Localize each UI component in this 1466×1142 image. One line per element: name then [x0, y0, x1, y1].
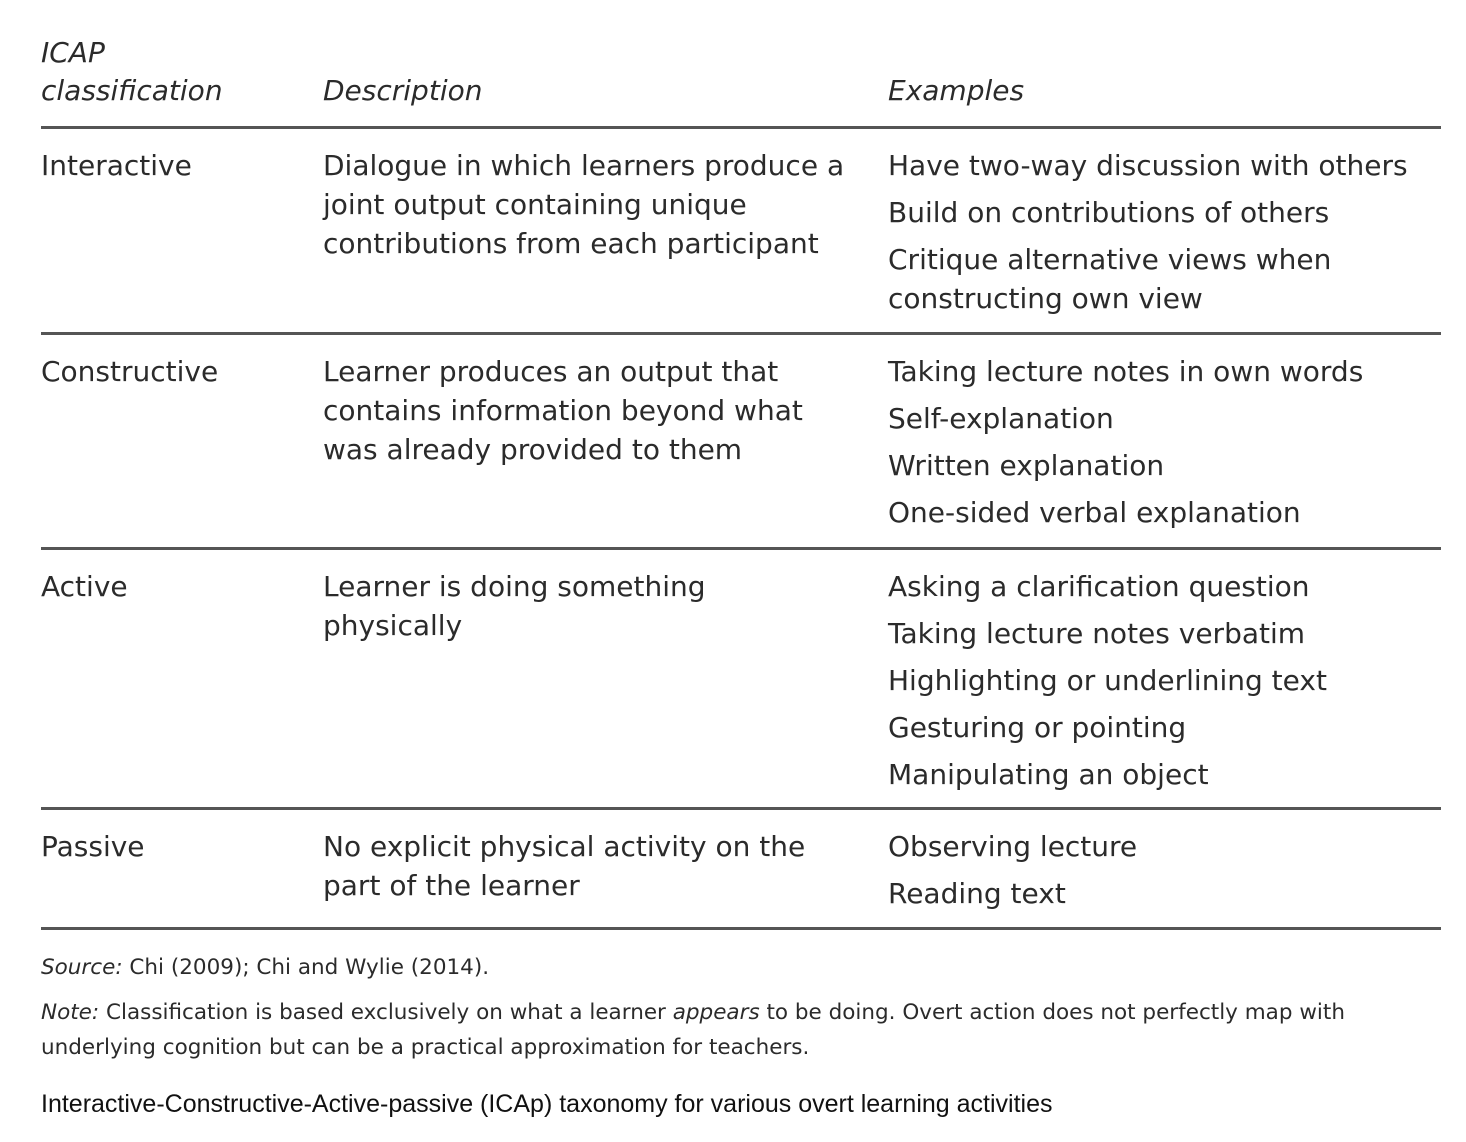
table-row: Interactive Dialogue in which learners p… — [41, 129, 1441, 332]
icap-table: ICAP classification Description Examples… — [41, 30, 1441, 930]
example-item: Taking lecture notes in own words — [888, 355, 1364, 388]
example-item: Self-explanation — [888, 402, 1114, 435]
classification-cell: Interactive — [41, 149, 192, 182]
example-item: One-sided verbal explanation — [888, 496, 1301, 529]
classification-note: Note: Classification is based exclusivel… — [41, 995, 1441, 1065]
example-item: Written explanation — [888, 449, 1165, 482]
table-row: Active Learner is doing something physic… — [41, 550, 1441, 807]
description-cell: Learner is doing something physically — [323, 570, 706, 642]
header-examples: Examples — [888, 30, 1441, 126]
classification-cell: Passive — [41, 830, 145, 863]
note-label: Note: — [41, 1000, 100, 1025]
example-item: Manipulating an object — [888, 758, 1209, 791]
example-item: Highlighting or underlining text — [888, 664, 1327, 697]
table-divider — [41, 927, 1441, 930]
example-item: Reading text — [888, 877, 1066, 910]
description-cell: Learner produces an output that contains… — [323, 355, 803, 466]
header-classification-text: ICAP classification — [41, 36, 223, 107]
table-divider — [41, 332, 1441, 335]
classification-cell: Active — [41, 570, 128, 603]
table-divider — [41, 807, 1441, 810]
header-classification: ICAP classification — [41, 30, 323, 126]
note-text: Classification is based exclusively on w… — [99, 1000, 673, 1025]
table-header-row: ICAP classification Description Examples — [41, 30, 1441, 126]
examples-cell: Taking lecture notes in own words Self-e… — [888, 352, 1441, 547]
description-cell: No explicit physical activity on the par… — [323, 830, 806, 902]
table-row: Constructive Learner produces an output … — [41, 335, 1441, 547]
header-examples-text: Examples — [888, 74, 1025, 107]
table-divider — [41, 547, 1441, 550]
example-item: Taking lecture notes verbatim — [888, 617, 1306, 650]
example-item: Gesturing or pointing — [888, 711, 1187, 744]
example-item: Asking a clarification question — [888, 570, 1310, 603]
header-description-text: Description — [323, 74, 483, 107]
example-item: Observing lecture — [888, 830, 1138, 863]
examples-cell: Observing lecture Reading text — [888, 827, 1441, 927]
description-cell: Dialogue in which learners produce a joi… — [323, 149, 845, 260]
classification-cell: Constructive — [41, 355, 219, 388]
source-label: Source: — [41, 955, 123, 980]
note-text: to be doing. Overt action does not perfe… — [41, 1000, 1345, 1060]
table-row: Passive No explicit physical activity on… — [41, 810, 1441, 927]
example-item: Have two-way discussion with others — [888, 149, 1408, 182]
example-item: Build on contributions of others — [888, 196, 1330, 229]
examples-cell: Have two-way discussion with others Buil… — [888, 146, 1441, 332]
examples-cell: Asking a clarification question Taking l… — [888, 567, 1441, 807]
note-emphasis: appears — [672, 1000, 760, 1025]
figure-caption: Interactive-Constructive-Active-passive … — [41, 1090, 1053, 1118]
example-item: Critique alternative views when construc… — [888, 243, 1332, 315]
source-text: Chi (2009); Chi and Wylie (2014). — [122, 955, 490, 980]
table-footnotes: Source: Chi (2009); Chi and Wylie (2014)… — [41, 950, 1441, 1065]
table-divider — [41, 126, 1441, 129]
source-note: Source: Chi (2009); Chi and Wylie (2014)… — [41, 950, 1441, 985]
header-description: Description — [323, 30, 888, 126]
